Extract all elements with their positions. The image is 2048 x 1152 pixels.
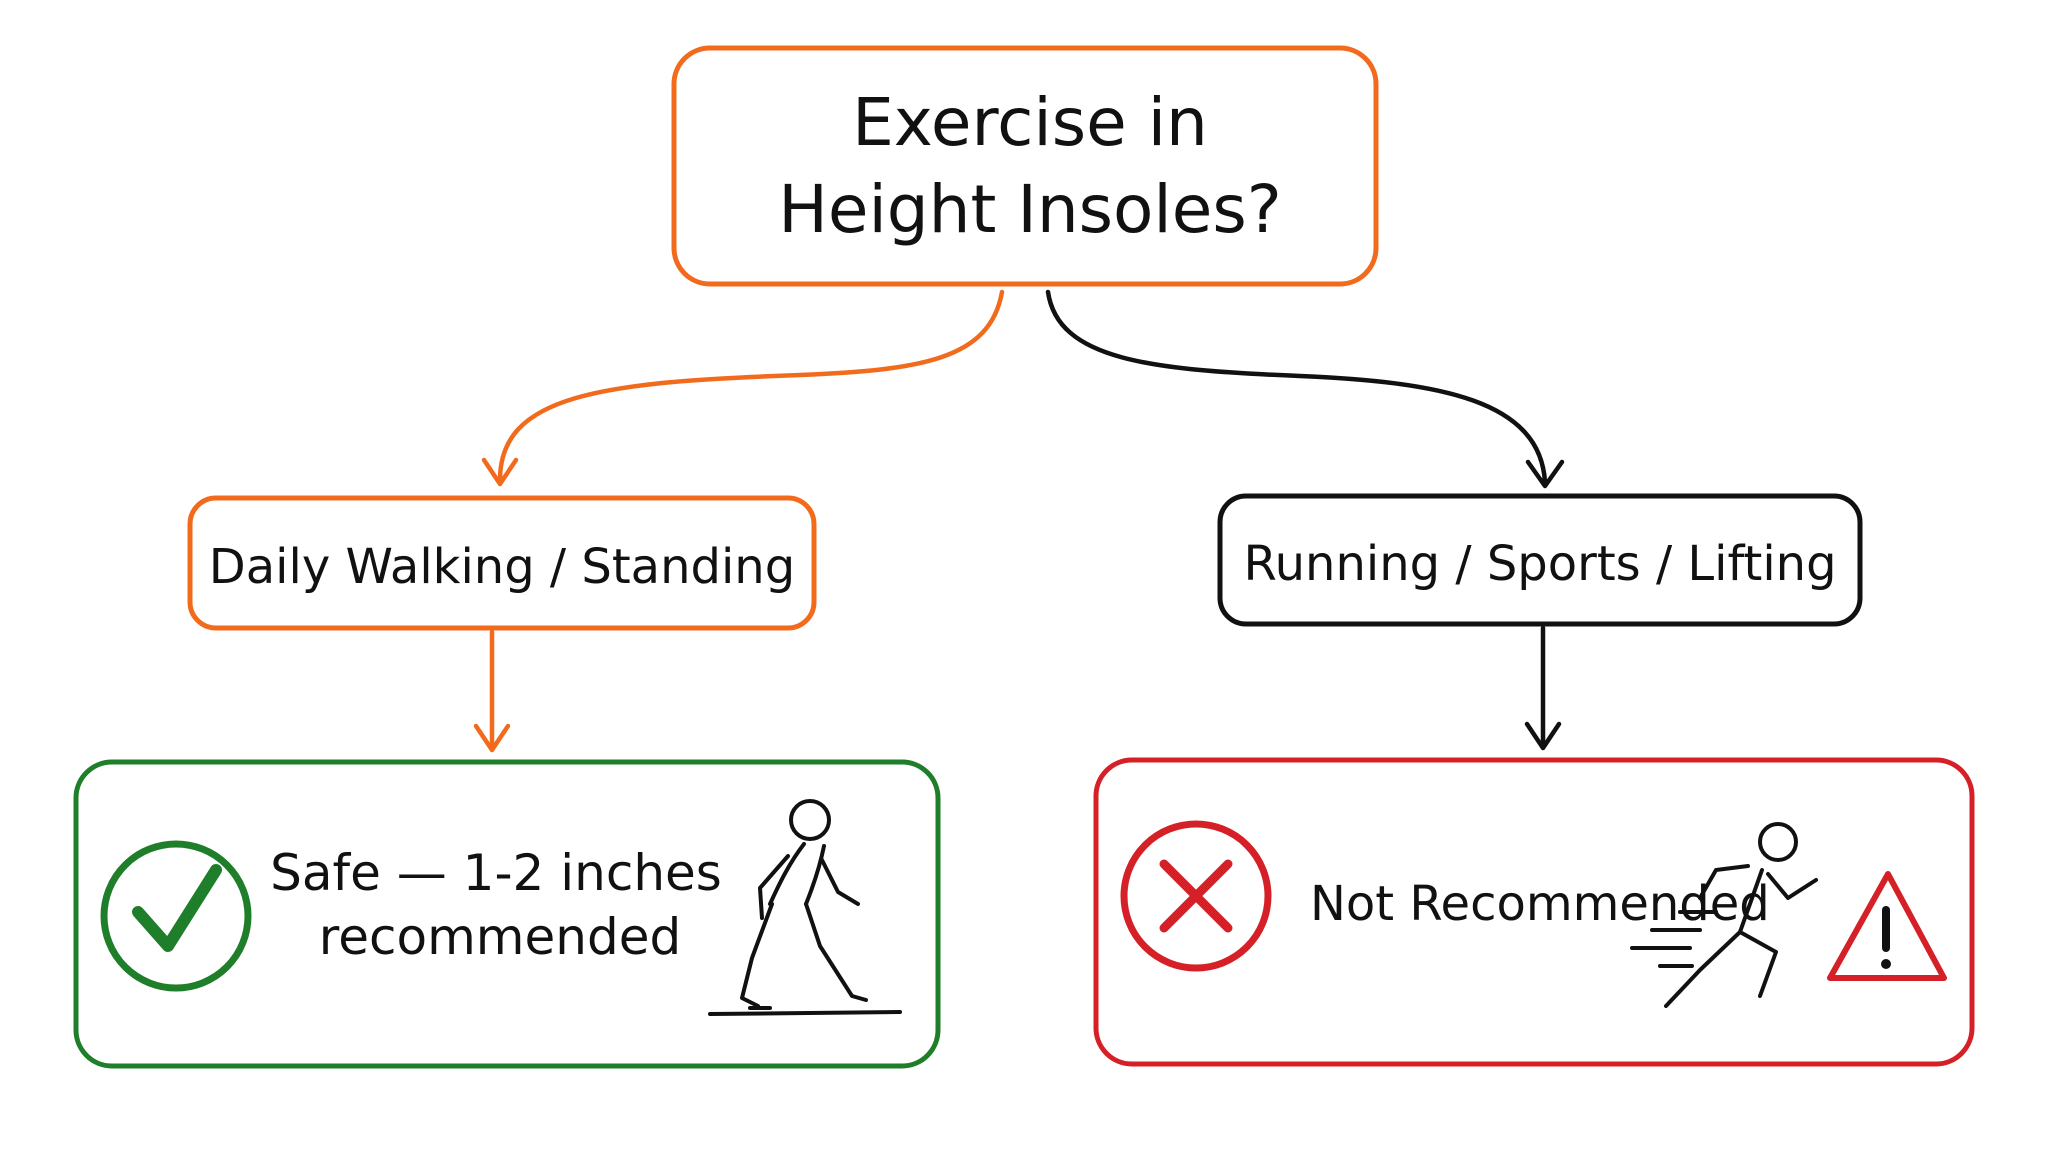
walking-standing-node: Daily Walking / Standing	[187, 495, 817, 631]
running-person-icon	[1630, 822, 1818, 1008]
not-recommended-result-box: Not Recommended	[1093, 757, 1975, 1067]
connector-question-to-running	[1045, 289, 1565, 489]
connector-question-to-walking	[481, 289, 1005, 487]
walking-person-icon	[708, 799, 902, 1016]
safe-result-line-1: Safe — 1-2 inches	[270, 844, 722, 902]
check-circle-icon	[100, 840, 252, 992]
connector-walking-to-safe	[473, 629, 511, 753]
question-line-2: Height Insoles?	[778, 171, 1282, 248]
safe-result-line-2: recommended	[319, 908, 681, 966]
warning-triangle-icon	[1827, 871, 1947, 981]
x-circle-icon	[1120, 820, 1272, 972]
safe-result-box: Safe — 1-2 inches recommended	[73, 759, 941, 1069]
question-node: Exercise in Height Insoles?	[671, 45, 1379, 287]
question-line-1: Exercise in	[852, 84, 1208, 161]
running-sports-label: Running / Sports / Lifting	[1243, 536, 1836, 592]
running-sports-node: Running / Sports / Lifting	[1217, 493, 1863, 627]
not-recommended-label: Not Recommended	[1310, 876, 1770, 932]
walking-standing-label: Daily Walking / Standing	[209, 539, 795, 595]
connector-running-to-not-recommended	[1524, 625, 1562, 751]
